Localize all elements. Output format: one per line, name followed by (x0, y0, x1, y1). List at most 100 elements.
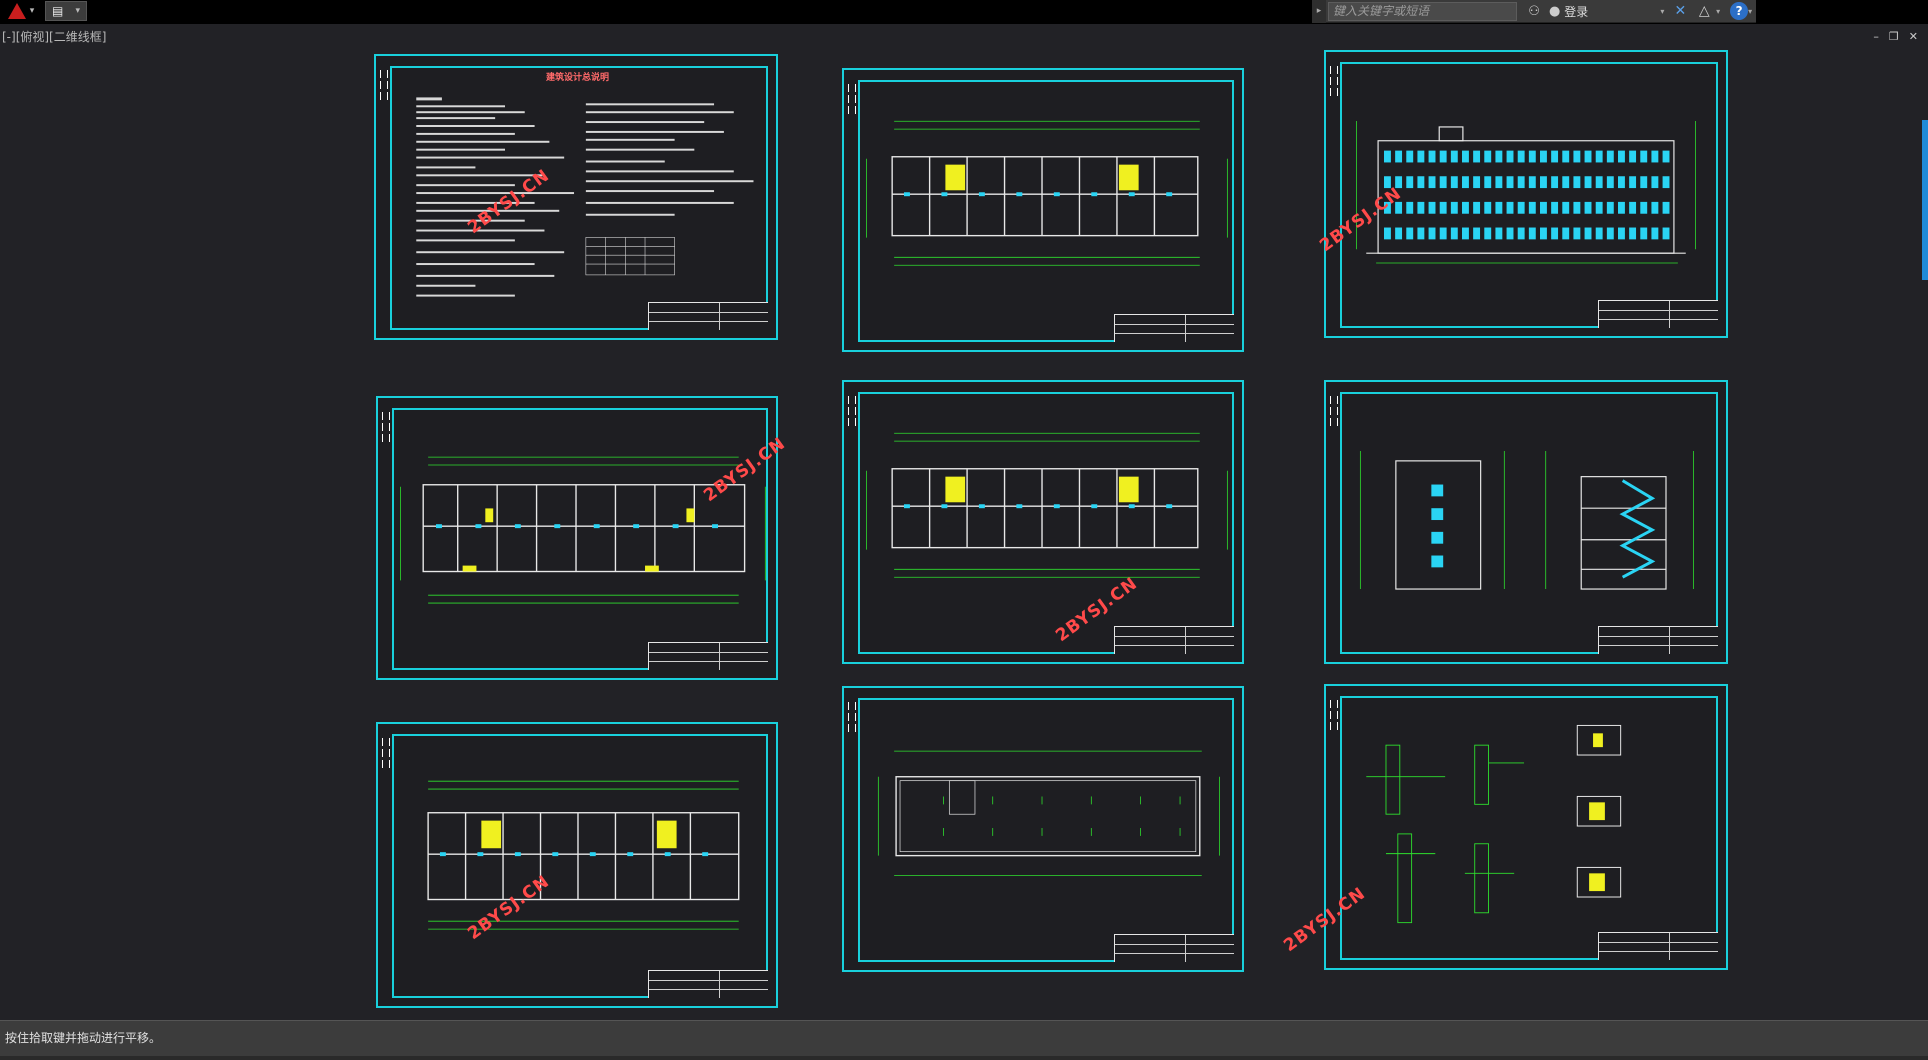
minimize-icon[interactable]: – (1873, 30, 1879, 43)
elevation-window (1506, 227, 1514, 240)
elevation-window (1662, 176, 1670, 189)
elevation-window (1629, 201, 1637, 214)
ground-floor-plan-drawing (400, 456, 766, 604)
elevation-window (1629, 176, 1637, 189)
elevation-window (1473, 176, 1481, 189)
sheet-section (1324, 380, 1728, 664)
elevation-window (1506, 150, 1514, 163)
chevron-down-icon[interactable]: ▾ (1748, 6, 1753, 16)
elevation-window (1395, 150, 1403, 163)
elevation-window (1595, 176, 1603, 189)
elevation-window (1428, 227, 1436, 240)
elevation-window (1551, 176, 1559, 189)
sheet-second-floor-plan (376, 722, 778, 1008)
elevation-window (1551, 201, 1559, 214)
elevation-window (1528, 176, 1536, 189)
search-input[interactable] (1327, 1, 1518, 21)
notes-text-lines (416, 97, 754, 297)
login-label: 登录 (1564, 4, 1589, 19)
chevron-down-icon[interactable]: ▾ (75, 6, 80, 16)
details-drawing (1366, 724, 1622, 924)
elevation-window (1484, 176, 1492, 189)
elevation-window (1651, 227, 1659, 240)
elevation-window (1651, 201, 1659, 214)
elevation-window (1551, 150, 1559, 163)
status-strip (0, 1056, 1928, 1060)
elevation-window (1395, 201, 1403, 214)
chevron-down-icon[interactable]: ▾ (1716, 6, 1721, 16)
elevation-window (1495, 227, 1503, 240)
elevation-window (1462, 201, 1469, 214)
sheet-heading: 建筑设计总说明 (546, 73, 610, 83)
elevation-window (1384, 150, 1391, 163)
title-bar: ▾ ▤ ▾ ▸ ⚇ ● 登录 ▾ ✕ △ ▾ ? ▾ (0, 0, 1928, 24)
elevation-window (1428, 150, 1436, 163)
stay-connected-icon[interactable]: △ (1698, 3, 1710, 19)
elevation-window (1584, 150, 1592, 163)
elevation-window (1517, 227, 1525, 240)
elevation-window (1450, 176, 1458, 189)
second-floor-plan-drawing (427, 780, 740, 930)
elevation-window (1450, 227, 1458, 240)
elevation-window (1640, 227, 1648, 240)
elevation-window (1629, 150, 1637, 163)
elevation-window (1506, 176, 1514, 189)
command-prompt-text: 按住拾取键并拖动进行平移。 (5, 1031, 162, 1045)
elevation-window (1573, 201, 1581, 214)
elevation-window (1406, 150, 1414, 163)
elevation-window (1629, 227, 1637, 240)
elevation-window (1484, 150, 1492, 163)
scrollbar[interactable] (1922, 120, 1928, 280)
elevation-window (1517, 176, 1525, 189)
elevation-window (1562, 227, 1570, 240)
elevation-window (1406, 227, 1414, 240)
elevation-window (1562, 150, 1570, 163)
drawing-viewport[interactable]: [-][俯视][二维线框] – ❐ ✕ 建筑设计总说明 (0, 24, 1928, 1020)
command-line[interactable]: 按住拾取键并拖动进行平移。 (0, 1020, 1928, 1060)
help-icon[interactable]: ? (1730, 2, 1749, 20)
close-icon[interactable]: ✕ (1908, 30, 1918, 43)
binoculars-icon[interactable]: ⚇ (1528, 3, 1540, 19)
elevation-window (1651, 150, 1659, 163)
elevation-window (1540, 201, 1547, 214)
elevation-window (1384, 227, 1391, 240)
elevation-window (1595, 227, 1603, 240)
elevation-window (1618, 150, 1625, 163)
elevation-window (1595, 150, 1603, 163)
login-button[interactable]: ● 登录 ▾ (1549, 3, 1668, 20)
elevation-window (1551, 227, 1559, 240)
workspace-icon[interactable]: ▤ (52, 4, 64, 18)
elevation-window (1662, 150, 1670, 163)
sheet-details (1324, 684, 1728, 970)
elevation-window (1662, 201, 1670, 214)
elevation-window (1406, 176, 1414, 189)
restore-icon[interactable]: ❐ (1888, 30, 1899, 43)
elevation-window (1462, 176, 1469, 189)
elevation-window (1417, 227, 1425, 240)
quick-access-toolbar[interactable]: ▤ ▾ (45, 1, 87, 21)
elevation-window (1450, 150, 1458, 163)
elevation-window (1618, 176, 1625, 189)
collapse-arrow-icon[interactable]: ▸ (1312, 0, 1326, 23)
elevation-window (1450, 201, 1458, 214)
sheet-ground-floor-plan (376, 396, 778, 680)
elevation-window (1462, 150, 1469, 163)
elevation-window (1662, 227, 1670, 240)
elevation-window (1495, 176, 1503, 189)
autocad-logo-icon (7, 3, 26, 19)
elevation-window (1395, 227, 1403, 240)
floor-plan-b-drawing (866, 432, 1228, 578)
elevation-window (1406, 201, 1414, 214)
elevation-window (1473, 201, 1481, 214)
elevation-window (1384, 176, 1391, 189)
elevation-window (1573, 227, 1581, 240)
elevation-window (1640, 176, 1648, 189)
elevation-window (1651, 176, 1659, 189)
elevation-window (1528, 201, 1536, 214)
viewport-label[interactable]: [-][俯视][二维线框] (2, 30, 107, 44)
exchange-apps-icon[interactable]: ✕ (1674, 3, 1687, 19)
elevation-window (1473, 150, 1481, 163)
application-menu-button[interactable]: ▾ (0, 0, 42, 22)
sheet-floor-plan-b (842, 380, 1244, 664)
elevation-window (1417, 150, 1425, 163)
